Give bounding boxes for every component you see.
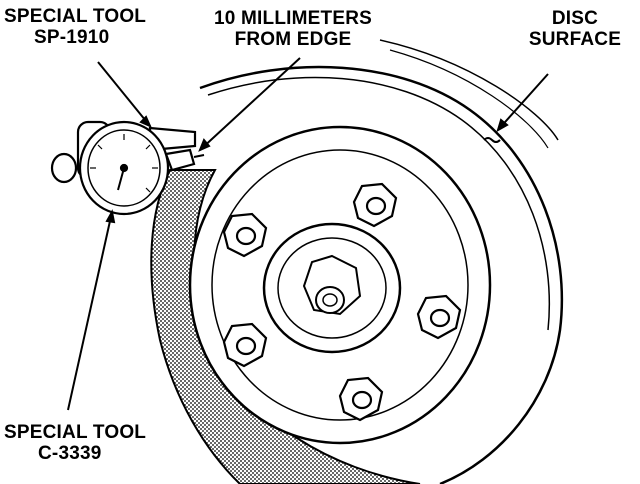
label-line: 10 MILLIMETERS <box>214 8 372 29</box>
label-line: C-3339 <box>38 443 102 464</box>
hub-icon <box>188 125 492 445</box>
lug-nut-icon <box>222 182 462 422</box>
leader-lines <box>67 57 549 411</box>
label-line: DISC <box>551 8 599 29</box>
label-special-tool-sp-1910: SPECIAL TOOL SP-1910 <box>4 6 154 48</box>
brake-disc-icon <box>199 39 564 484</box>
label-line: FROM EDGE <box>234 29 352 50</box>
label-10-millimeters-from-edge: 10 MILLIMETERS FROM EDGE <box>208 8 378 50</box>
dial-indicator-icon <box>50 120 205 216</box>
label-line: SPECIAL TOOL <box>4 6 147 27</box>
label-special-tool-c-3339: SPECIAL TOOL C-3339 <box>4 422 154 464</box>
label-disc-surface: DISC SURFACE <box>520 8 630 50</box>
label-line: SURFACE <box>528 29 622 50</box>
label-line: SPECIAL TOOL <box>4 422 147 443</box>
label-line: SP-1910 <box>34 27 110 48</box>
